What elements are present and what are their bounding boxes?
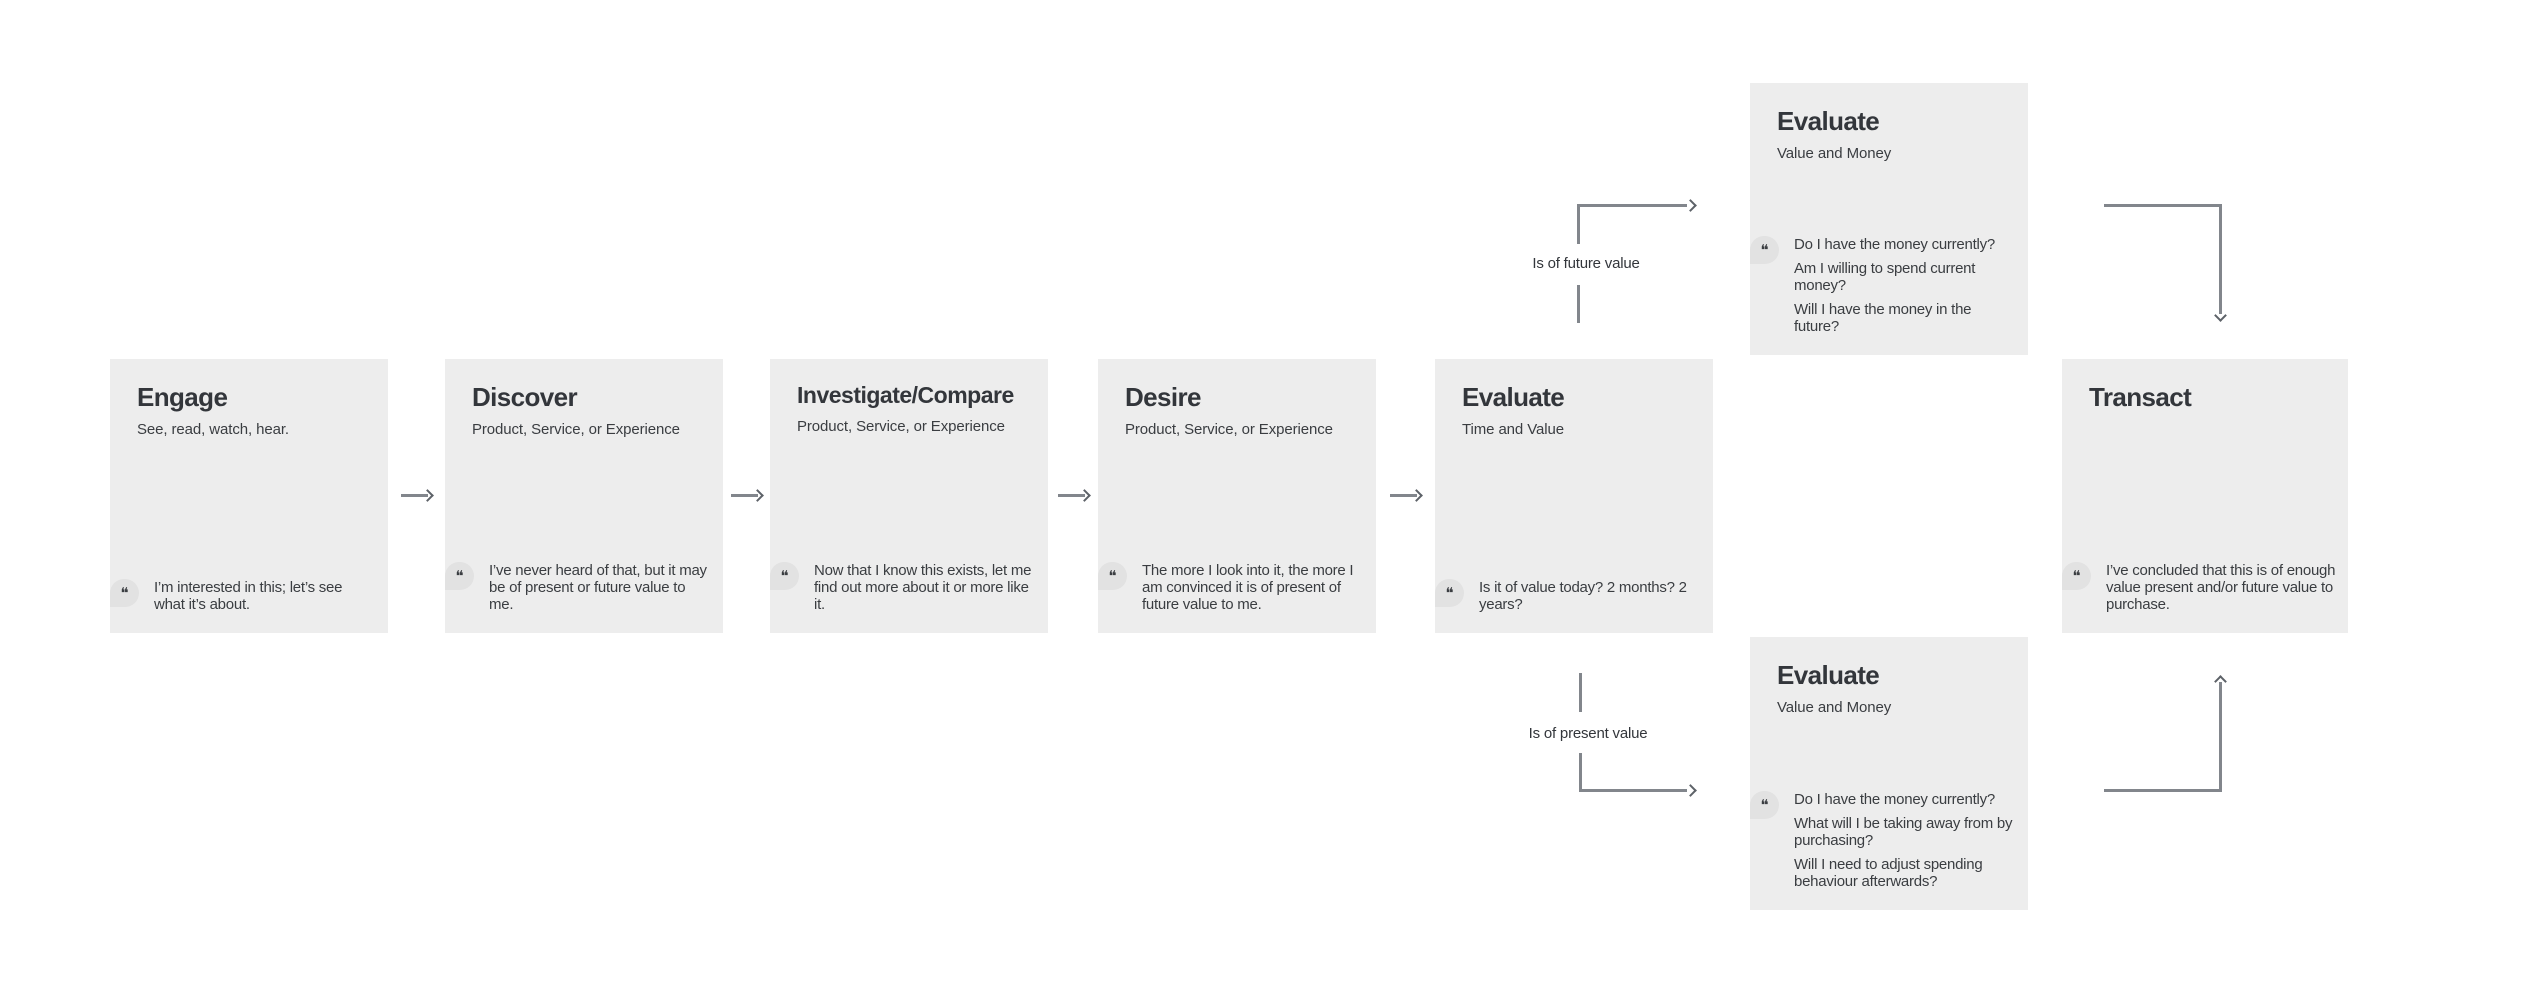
connector-line [1579, 673, 1582, 712]
quote-icon: ❝ [110, 579, 139, 607]
journey-card-evaluate-vm-bottom: Evaluate Value and Money ❝ Do I have the… [1750, 637, 2028, 910]
arrow-right-icon [1078, 489, 1091, 502]
quote-text: I’m interested in this; let’s see what i… [154, 579, 343, 613]
card-subtitle: Time and Value [1462, 421, 1564, 439]
connector-line [2104, 789, 2222, 792]
quote-text: Am I willing to spend current money? [1794, 260, 1976, 294]
card-title: Evaluate [1777, 660, 1880, 690]
quote-block: ❝ Do I have the money currently? Am I wil… [1750, 236, 2018, 335]
quote-texts: Now that I know this exists, let me find… [814, 562, 1038, 613]
card-subtitle: Product, Service, or Experience [797, 417, 1005, 435]
quote-icon: ❝ [2062, 562, 2091, 590]
card-title: Evaluate [1462, 382, 1565, 412]
journey-card-evaluate-vm-top: Evaluate Value and Money ❝ Do I have the… [1750, 83, 2028, 355]
quote-icon: ❝ [1098, 562, 1127, 590]
journey-card-discover: Discover Product, Service, or Experience… [445, 359, 723, 633]
quote-texts: Is it of value today? 2 months? 2 years? [1479, 579, 1703, 613]
journey-card-engage: Engage See, read, watch, hear. ❝ I’m int… [110, 359, 388, 633]
present-value-label: Is of present value [1528, 725, 1648, 742]
arrow-down-icon [2214, 309, 2227, 322]
quote-texts: I’ve concluded that this is of enough va… [2106, 562, 2338, 613]
journey-card-investigate: Investigate/Compare Product, Service, or… [770, 359, 1048, 633]
card-title: Evaluate [1777, 106, 1880, 136]
quote-texts: Do I have the money currently? Am I willi… [1794, 236, 2018, 335]
card-subtitle: Value and Money [1777, 699, 1892, 717]
card-subtitle: See, read, watch, hear. [137, 421, 289, 439]
card-subtitle: Product, Service, or Experience [472, 421, 680, 439]
quote-text: Will I have the money in the future? [1794, 301, 1972, 335]
quote-texts: Do I have the money currently? What will … [1794, 791, 2018, 890]
quote-block: ❝ I’ve never heard of that, but it may b… [445, 562, 713, 613]
arrow-line [401, 494, 428, 497]
card-title: Transact [2089, 382, 2192, 412]
arrow-right-icon [421, 489, 434, 502]
arrow-right-icon [1684, 199, 1697, 212]
connector-line [2219, 682, 2222, 792]
card-subtitle: Product, Service, or Experience [1125, 421, 1333, 439]
arrow-right-icon [1410, 489, 1423, 502]
card-subtitle: Value and Money [1777, 145, 1892, 163]
quote-block: ❝ I’ve concluded that this is of enough … [2062, 562, 2338, 613]
connector-line [1579, 753, 1582, 791]
quote-icon: ❝ [445, 562, 474, 590]
quote-block: ❝ Is it of value today? 2 months? 2 year… [1435, 579, 1703, 613]
quote-icon: ❝ [1750, 236, 1779, 264]
quote-text: Will I need to adjust spending behaviour… [1794, 856, 1983, 890]
quote-text: What will I be taking away from by purch… [1794, 815, 2013, 849]
quote-text: Is it of value today? 2 months? 2 years? [1479, 579, 1687, 613]
connector-line [1577, 204, 1687, 207]
quote-texts: I’m interested in this; let’s see what i… [154, 579, 378, 613]
arrow-line [1390, 494, 1417, 497]
arrow-up-icon [2214, 675, 2227, 688]
quote-block: ❝ I’m interested in this; let’s see what… [110, 579, 378, 613]
arrow-line [1058, 494, 1085, 497]
connector-line [1579, 789, 1687, 792]
journey-card-transact: Transact ❝ I’ve concluded that this is o… [2062, 359, 2348, 633]
quote-block: ❝ The more I look into it, the more I am… [1098, 562, 1366, 613]
quote-icon: ❝ [770, 562, 799, 590]
connector-line [1577, 285, 1580, 323]
quote-block: ❝ Do I have the money currently? What wil… [1750, 791, 2018, 890]
card-title: Discover [472, 382, 578, 412]
quote-icon: ❝ [1435, 579, 1464, 607]
quote-text: The more I look into it, the more I am c… [1142, 562, 1354, 613]
connector-line [1577, 204, 1580, 244]
connector-line [2104, 204, 2222, 207]
quote-texts: The more I look into it, the more I am c… [1142, 562, 1366, 613]
arrow-right-icon [751, 489, 764, 502]
quote-block: ❝ Now that I know this exists, let me fi… [770, 562, 1038, 613]
journey-card-desire: Desire Product, Service, or Experience ❝… [1098, 359, 1376, 633]
card-title: Investigate/Compare [797, 382, 1014, 408]
quote-text: Now that I know this exists, let me find… [814, 562, 1032, 613]
quote-text: I’ve never heard of that, but it may be … [489, 562, 707, 613]
quote-text: I’ve concluded that this is of enough va… [2106, 562, 2336, 613]
arrow-line [731, 494, 758, 497]
quote-texts: I’ve never heard of that, but it may be … [489, 562, 713, 613]
quote-text: Do I have the money currently? [1794, 791, 1995, 808]
card-title: Desire [1125, 382, 1202, 412]
arrow-right-icon [1684, 784, 1697, 797]
quote-icon: ❝ [1750, 791, 1779, 819]
connector-line [2219, 204, 2222, 314]
card-title: Engage [137, 382, 228, 412]
quote-text: Do I have the money currently? [1794, 236, 1995, 253]
journey-card-evaluate-tv: Evaluate Time and Value ❝ Is it of value… [1435, 359, 1713, 633]
future-value-label: Is of future value [1532, 255, 1640, 272]
